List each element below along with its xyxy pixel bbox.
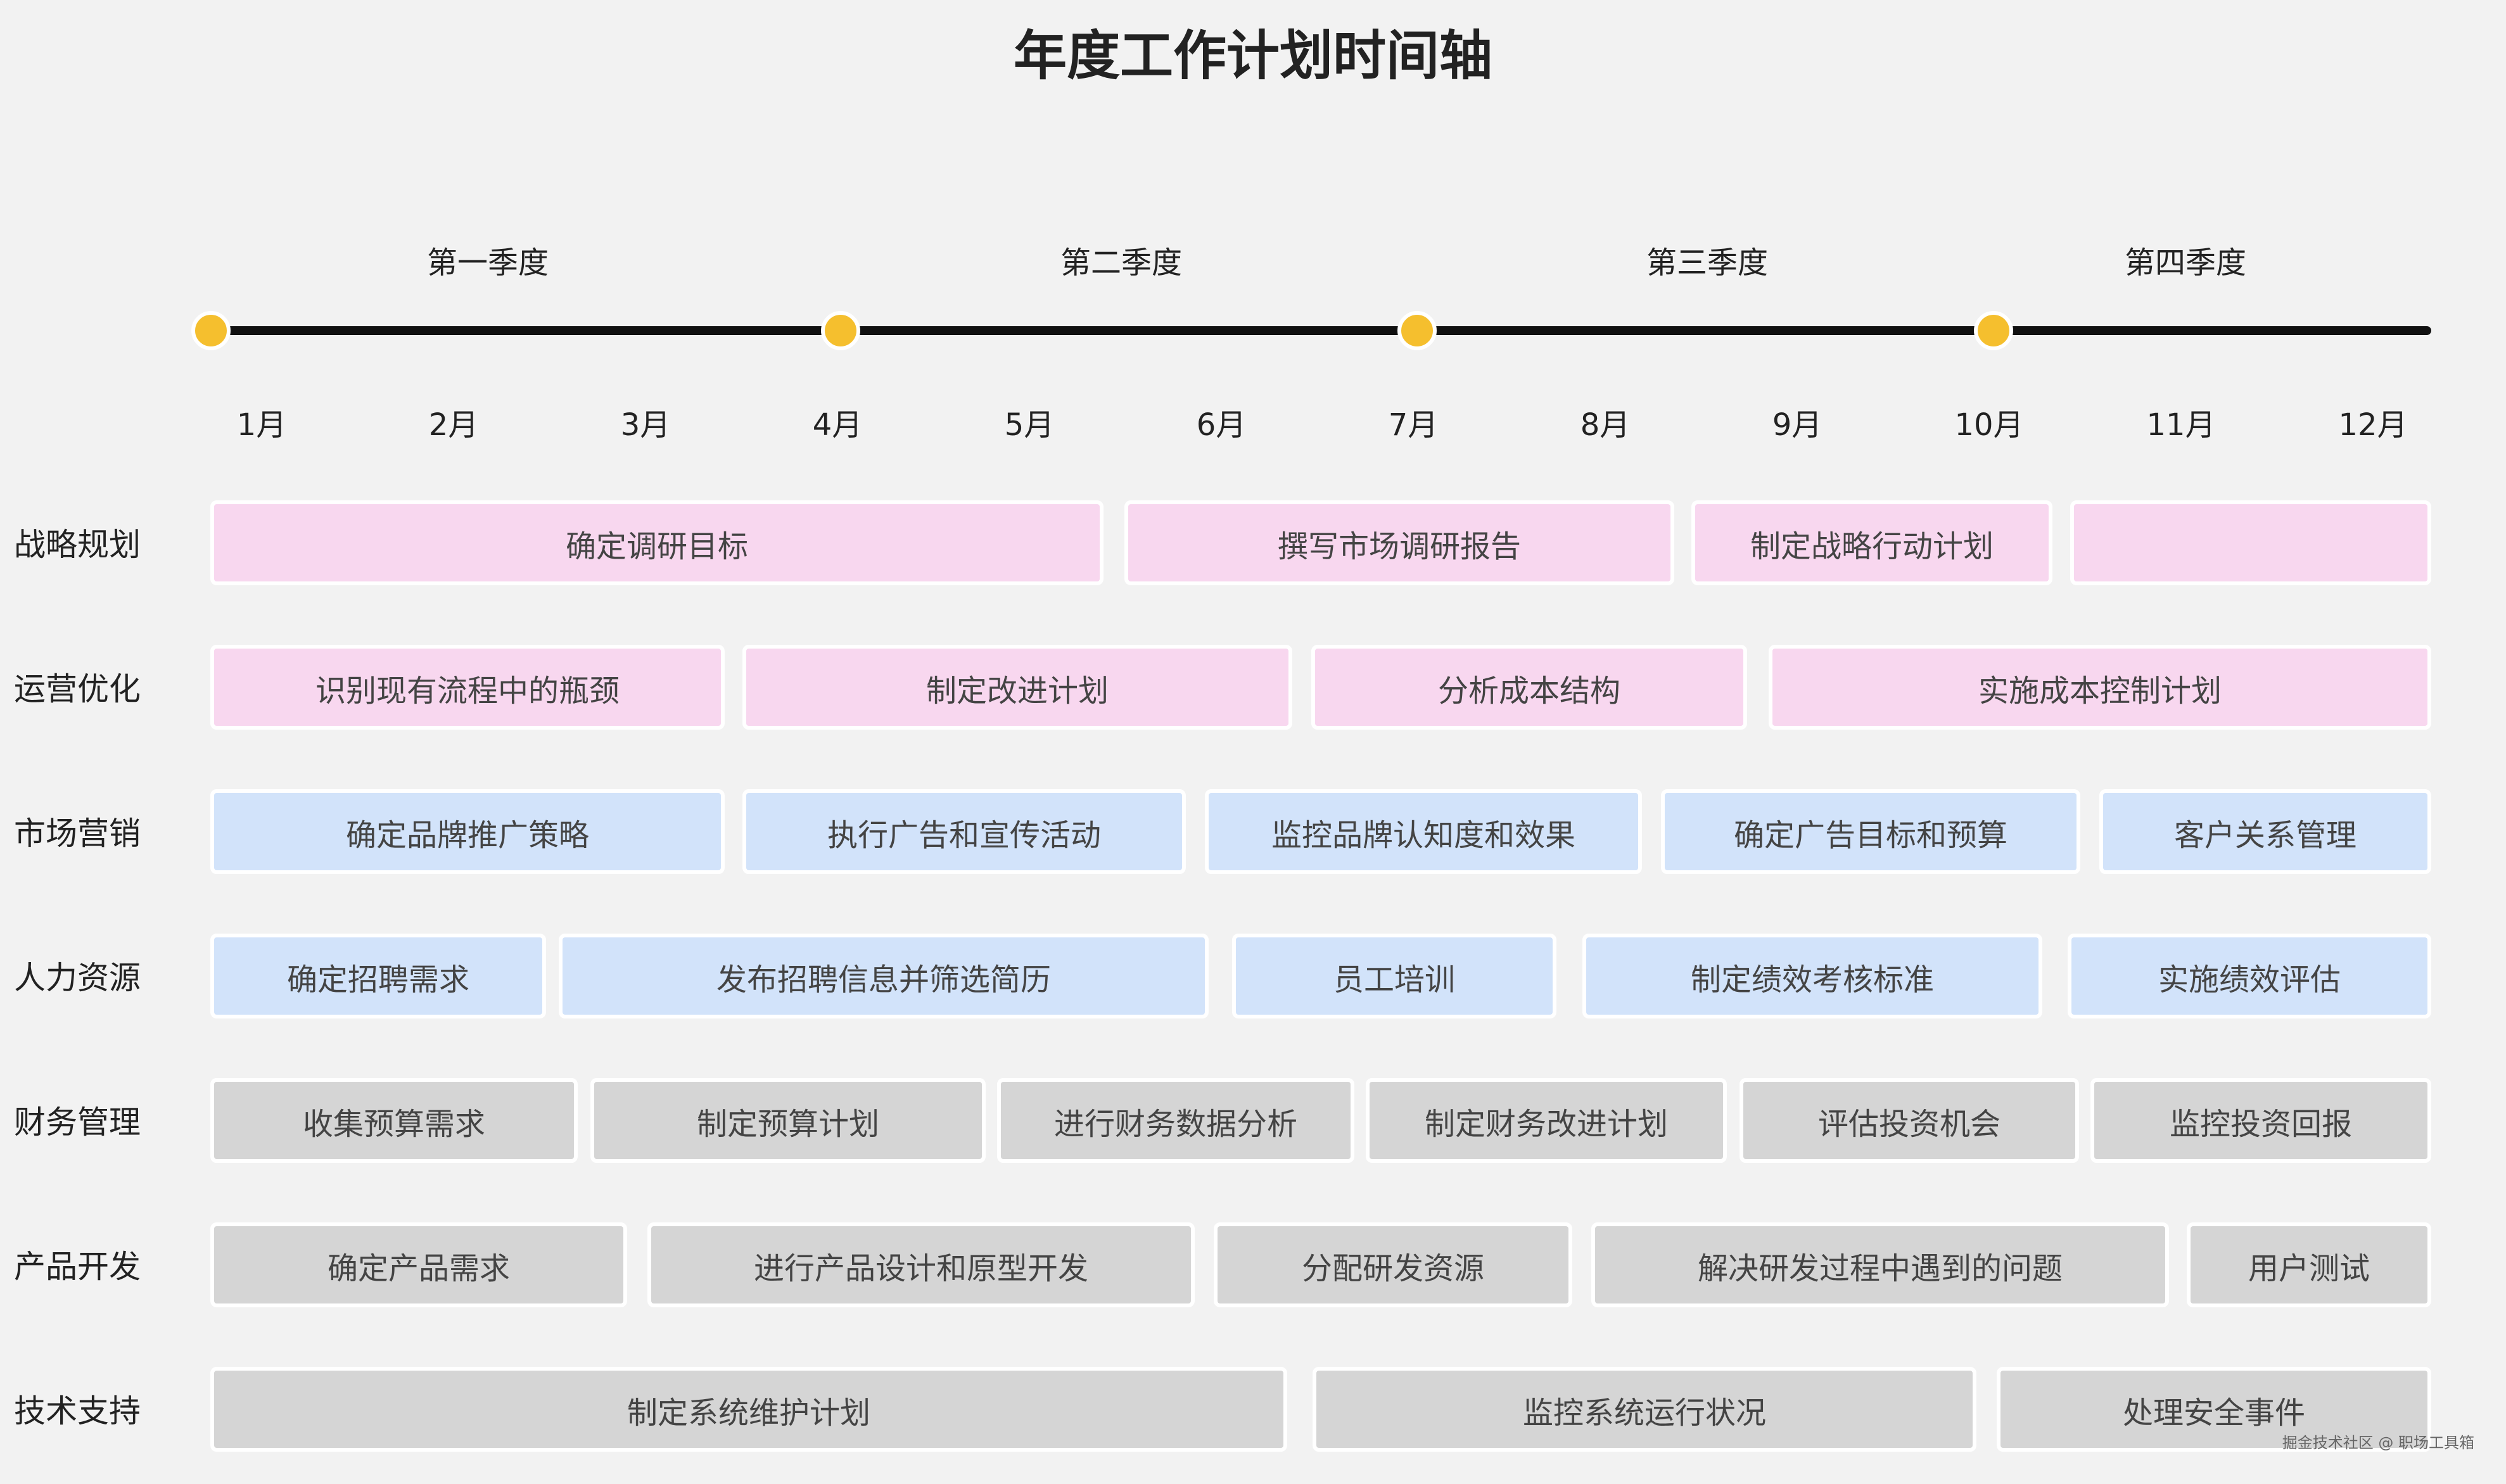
task-bar: 制定预算计划	[590, 1078, 986, 1163]
task-bar: 确定产品需求	[210, 1222, 627, 1307]
task-bar: 确定调研目标	[210, 500, 1104, 585]
task-bar: 解决研发过程中遇到的问题	[1591, 1222, 2169, 1307]
month-label: 3月	[620, 407, 671, 443]
task-bar: 制定绩效考核标准	[1582, 934, 2042, 1018]
row-label-marketing: 市场营销	[14, 815, 141, 852]
month-label: 8月	[1580, 407, 1631, 443]
quarter-label-1: 第一季度	[426, 245, 549, 281]
month-label: 5月	[1004, 407, 1055, 443]
task-bar: 监控系统运行状况	[1313, 1367, 1976, 1452]
month-label: 7月	[1388, 407, 1439, 443]
task-bar: 制定财务改进计划	[1366, 1078, 1727, 1163]
task-bar: 制定系统维护计划	[210, 1367, 1287, 1452]
task-bar: 制定战略行动计划	[1691, 500, 2052, 585]
task-bar: 用户测试	[2187, 1222, 2431, 1307]
task-bar: 进行财务数据分析	[997, 1078, 1354, 1163]
month-label: 12月	[2338, 407, 2408, 443]
task-bar: 实施绩效评估	[2068, 934, 2431, 1018]
task-bar: 客户关系管理	[2099, 789, 2431, 874]
task-bar: 处理安全事件	[1997, 1367, 2431, 1452]
month-label: 6月	[1196, 407, 1247, 443]
quarter-label-2: 第二季度	[1060, 245, 1182, 281]
task-bar: 评估投资机会	[1740, 1078, 2079, 1163]
task-bar: 收集预算需求	[210, 1078, 578, 1163]
quarter-label-4: 第四季度	[2124, 245, 2246, 281]
watermark: 掘金技术社区 @ 职场工具箱	[2282, 1434, 2474, 1452]
month-label: 10月	[1954, 407, 2024, 443]
month-label: 2月	[428, 407, 479, 443]
quarter-marker-4	[1974, 311, 2013, 350]
task-bar: 进行产品设计和原型开发	[647, 1222, 1195, 1307]
quarter-marker-1	[191, 311, 231, 350]
task-bar	[2070, 500, 2431, 585]
task-bar: 监控投资回报	[2090, 1078, 2431, 1163]
task-bar: 制定改进计划	[742, 645, 1292, 730]
task-bar: 分析成本结构	[1311, 645, 1747, 730]
task-bar: 执行广告和宣传活动	[742, 789, 1186, 874]
page-title: 年度工作计划时间轴	[1013, 25, 1492, 87]
task-bar: 员工培训	[1232, 934, 1556, 1018]
row-label-product: 产品开发	[14, 1248, 141, 1285]
quarter-marker-3	[1397, 311, 1437, 350]
task-bar: 分配研发资源	[1214, 1222, 1572, 1307]
row-label-tech-support: 技术支持	[14, 1393, 141, 1430]
task-bar: 实施成本控制计划	[1769, 645, 2431, 730]
task-bar: 确定招聘需求	[210, 934, 546, 1018]
quarter-marker-2	[821, 311, 860, 350]
task-bar: 监控品牌认知度和效果	[1205, 789, 1642, 874]
month-label: 1月	[236, 407, 287, 443]
timeline-axis	[209, 326, 2431, 335]
month-label: 4月	[812, 407, 863, 443]
task-bar: 识别现有流程中的瓶颈	[210, 645, 725, 730]
row-label-operations: 运营优化	[14, 671, 141, 707]
month-label: 9月	[1772, 407, 1822, 443]
task-bar: 发布招聘信息并筛选简历	[559, 934, 1209, 1018]
quarter-label-3: 第三季度	[1646, 245, 1768, 281]
task-bar: 撰写市场调研报告	[1124, 500, 1674, 585]
task-bar: 确定品牌推广策略	[210, 789, 725, 874]
task-bar: 确定广告目标和预算	[1661, 789, 2080, 874]
row-label-hr: 人力资源	[14, 960, 141, 996]
month-label: 11月	[2146, 407, 2216, 443]
row-label-finance: 财务管理	[14, 1104, 141, 1141]
row-label-strategy: 战略规划	[14, 526, 141, 563]
